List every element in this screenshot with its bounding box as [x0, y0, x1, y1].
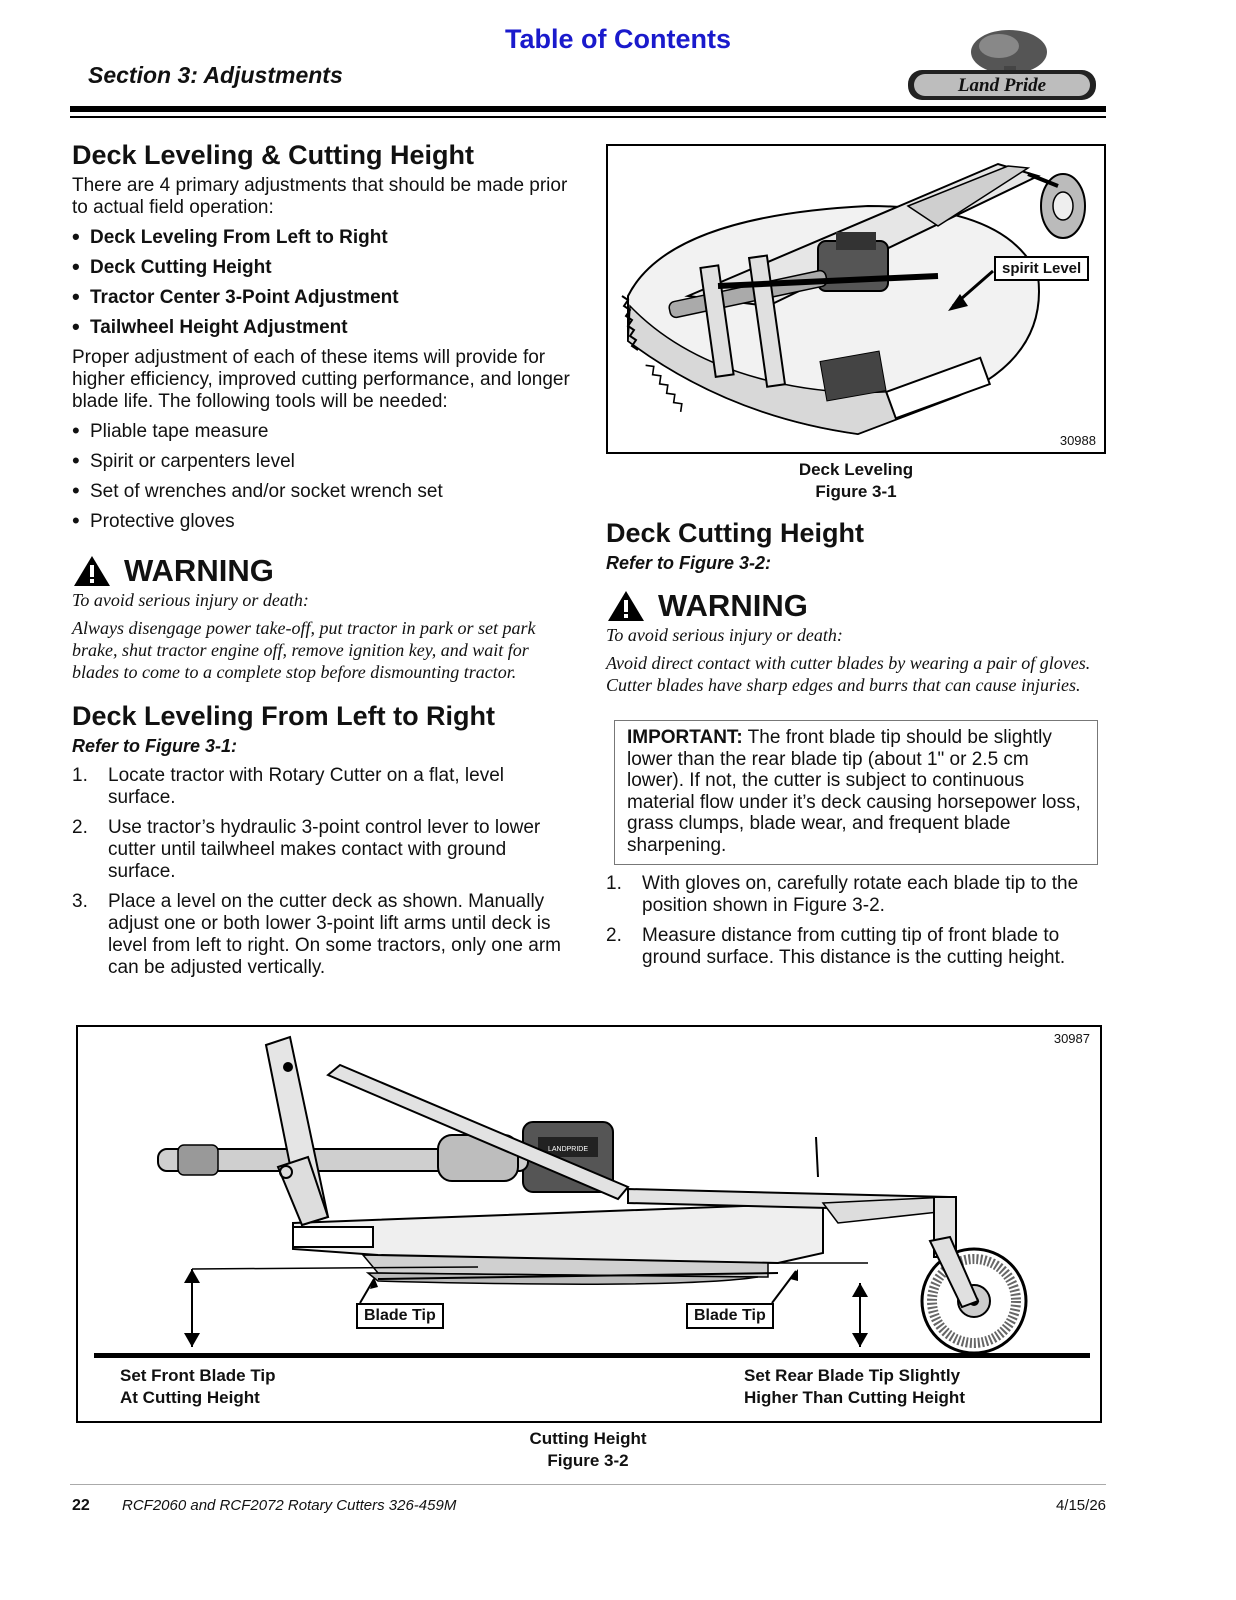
list-item: Pliable tape measure	[72, 420, 572, 443]
logo-lettering: Land Pride	[957, 75, 1047, 96]
list-item: 2. Use tractor’s hydraulic 3-point contro…	[72, 817, 572, 883]
land-pride-logo: Land Pride	[908, 30, 1096, 100]
figure-3-2-caption: Cutting Height Figure 3-2	[76, 1428, 1100, 1472]
deck-leveling-illustration	[621, 162, 1086, 436]
refer-figure-3-2: Refer to Figure 3-2:	[606, 553, 772, 573]
step-text: Locate tractor with Rotary Cutter on a f…	[108, 765, 505, 808]
warning-triangle-icon	[608, 591, 644, 621]
gearbox-decal: LANDPRIDE	[548, 1146, 588, 1153]
caption-title: Deck Leveling	[798, 460, 914, 479]
footer-rule	[70, 1484, 1106, 1485]
figure-number: 30988	[1059, 433, 1096, 448]
warning-heading: WARNING	[72, 553, 572, 589]
important-note: IMPORTANT: The front blade tip should be…	[614, 720, 1098, 865]
list-item: Deck Cutting Height	[72, 256, 572, 279]
adjustments-list: Deck Leveling From Left to Right Deck Cu…	[72, 226, 572, 339]
left-column: Deck Leveling & Cutting Height There are…	[72, 140, 572, 987]
header-rule-thin	[70, 116, 1106, 118]
cutting-height-illustration: LANDPRIDE	[94, 1035, 1090, 1358]
page-number: 22	[72, 1497, 90, 1514]
list-item: Tractor Center 3-Point Adjustment	[72, 286, 572, 309]
rear-blade-instruction: Set Rear Blade Tip Slightly Higher Than …	[744, 1365, 965, 1409]
step-text: Measure distance from cutting tip of fro…	[642, 925, 1066, 968]
spirit-level-label: spirit Level	[994, 256, 1090, 281]
caption-title: Cutting Height	[529, 1429, 647, 1448]
front-blade-line2: At Cutting Height	[120, 1388, 260, 1407]
deck-cutting-height-title: Deck Cutting Height	[606, 518, 865, 548]
warning-block: WARNING To avoid serious injury or death…	[72, 553, 572, 683]
figure-number: 30987	[1053, 1031, 1090, 1046]
list-item: Spirit or carpenters level	[72, 450, 572, 473]
tools-intro-text: Proper adjustment of each of these items…	[72, 347, 570, 412]
important-label: IMPORTANT:	[627, 727, 743, 748]
refer-figure-3-1: Refer to Figure 3-1:	[72, 736, 238, 756]
table-of-contents-link[interactable]: Table of Contents	[505, 24, 731, 54]
list-item: 2. Measure distance from cutting tip of f…	[606, 925, 1106, 969]
warning-line2: Always disengage power take-off, put tra…	[72, 618, 536, 682]
right-column: Deck Cutting Height Refer to Figure 3-2:…	[606, 518, 1106, 977]
intro-text: There are 4 primary adjustments that sho…	[72, 175, 568, 218]
caption-figure: Figure 3-2	[547, 1451, 629, 1470]
document-date: 4/15/26	[1055, 1497, 1106, 1514]
list-item: 1. Locate tractor with Rotary Cutter on a…	[72, 765, 572, 809]
warning-label: WARNING	[658, 588, 808, 623]
cutting-steps: 1. With gloves on, carefully rotate each …	[606, 873, 1106, 969]
front-blade-instruction: Set Front Blade Tip At Cutting Height	[120, 1365, 276, 1409]
step-number: 2.	[72, 817, 88, 838]
warning-block: WARNING To avoid serious injury or death…	[606, 588, 1106, 696]
warning-heading: WARNING	[606, 588, 1106, 624]
list-item: 1. With gloves on, carefully rotate each …	[606, 873, 1106, 917]
step-text: Use tractor’s hydraulic 3-point control …	[108, 817, 541, 882]
figure-3-1: spirit Level 30988	[606, 144, 1106, 454]
header-rule	[70, 106, 1106, 112]
warning-line2: Avoid direct contact with cutter blades …	[606, 653, 1091, 695]
list-item: Set of wrenches and/or socket wrench set	[72, 480, 572, 503]
step-number: 2.	[606, 925, 622, 946]
front-blade-line1: Set Front Blade Tip	[120, 1366, 276, 1385]
section-heading: Section 3: Adjustments	[88, 62, 343, 88]
step-number: 3.	[72, 891, 88, 912]
blade-tip-rear-label: Blade Tip	[686, 1303, 774, 1329]
list-item: Protective gloves	[72, 510, 572, 533]
list-item: Tailwheel Height Adjustment	[72, 316, 572, 339]
document-title: RCF2060 and RCF2072 Rotary Cutters 326-4…	[122, 1497, 457, 1514]
tools-list: Pliable tape measure Spirit or carpenter…	[72, 420, 572, 533]
step-text: Place a level on the cutter deck as show…	[108, 891, 562, 978]
warning-line1: To avoid serious injury or death:	[72, 590, 309, 610]
deck-leveling-cutting-height-title: Deck Leveling & Cutting Height	[72, 140, 475, 170]
warning-line1: To avoid serious injury or death:	[606, 625, 843, 645]
step-text: With gloves on, carefully rotate each bl…	[642, 873, 1079, 916]
step-number: 1.	[606, 873, 622, 894]
important-text: The front blade tip should be slightly l…	[627, 727, 1081, 856]
figure-3-2: LANDPRIDE	[76, 1025, 1102, 1423]
step-number: 1.	[72, 765, 88, 786]
deck-leveling-left-right-title: Deck Leveling From Left to Right	[72, 701, 496, 731]
blade-tip-front-label: Blade Tip	[356, 1303, 444, 1329]
caption-figure: Figure 3-1	[815, 482, 897, 501]
list-item: 3. Place a level on the cutter deck as sh…	[72, 891, 572, 979]
rear-blade-line1: Set Rear Blade Tip Slightly	[744, 1366, 961, 1385]
warning-triangle-icon	[74, 556, 110, 586]
leveling-steps: 1. Locate tractor with Rotary Cutter on a…	[72, 765, 572, 979]
rear-blade-line2: Higher Than Cutting Height	[744, 1388, 965, 1407]
list-item: Deck Leveling From Left to Right	[72, 226, 572, 249]
figure-3-1-caption: Deck Leveling Figure 3-1	[606, 459, 1106, 503]
warning-label: WARNING	[124, 553, 274, 588]
